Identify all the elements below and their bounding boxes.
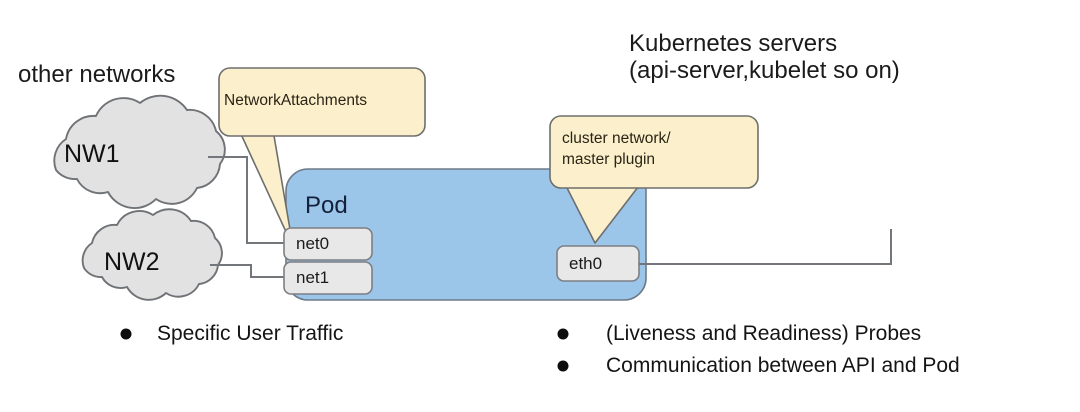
network-attachments-callout-box — [218, 67, 426, 137]
cluster-network-callout-line2: master plugin — [562, 151, 656, 168]
cluster-network-callout-box — [549, 115, 759, 189]
network-attachments-callout-label: NetworkAttachments — [224, 92, 367, 109]
cloud-nw1 — [53, 94, 226, 209]
interface-label-eth0: eth0 — [569, 254, 603, 273]
cloud-label-nw1: NW1 — [64, 140, 120, 168]
page-title-line1: Kubernetes servers — [629, 30, 838, 57]
bullet-dot-left-0 — [120, 328, 132, 340]
pod-label: Pod — [305, 192, 348, 219]
cluster-network-callout-line1: cluster network/ — [562, 130, 671, 147]
connector-nw2-net1 — [210, 264, 290, 278]
interface-label-net1: net1 — [296, 268, 330, 287]
cloud-label-nw2: NW2 — [104, 248, 160, 276]
bullet-dot-right-0 — [557, 328, 569, 340]
cloud-nw2 — [81, 208, 223, 301]
connector-nw1-net0 — [208, 156, 290, 244]
connector-eth0-apiserver — [639, 229, 892, 265]
bullet-right-0: (Liveness and Readiness) Probes — [606, 322, 922, 345]
interface-box-net1[interactable] — [283, 261, 373, 295]
bullet-left-0: Specific User Traffic — [157, 322, 344, 345]
other-networks-label: other networks — [18, 61, 176, 88]
interface-box-net0[interactable] — [283, 227, 373, 261]
bullet-right-1: Communication between API and Pod — [606, 354, 960, 377]
bullet-dot-right-1 — [557, 360, 569, 372]
interface-label-net0: net0 — [296, 234, 330, 253]
page-title-line2: (api-server,kubelet so on) — [629, 57, 900, 84]
